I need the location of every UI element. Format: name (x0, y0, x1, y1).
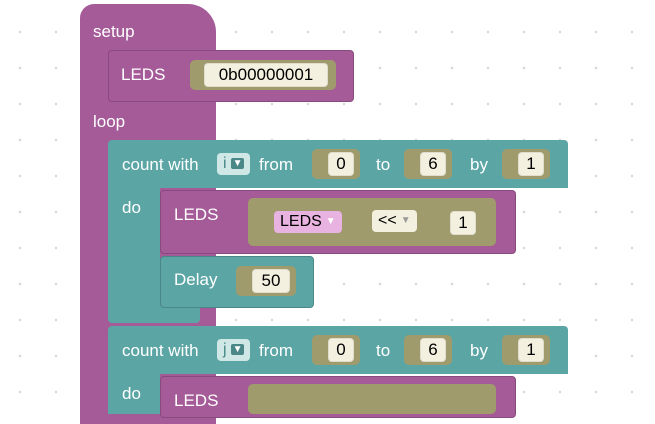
dropdown-arrow-icon: ▼ (325, 216, 336, 227)
by-label-i: by (470, 155, 488, 174)
to-label-j: to (376, 341, 391, 360)
shift-expression-socket-2 (248, 384, 496, 414)
to-field-i[interactable]: 6 (420, 152, 446, 176)
count-with-label-i: count with (122, 155, 199, 174)
from-field-j[interactable]: 0 (328, 338, 354, 362)
for-loop-bottom-i (108, 305, 200, 323)
delay-label: Delay (174, 270, 218, 289)
dropdown-arrow-icon: ▼ (400, 215, 411, 226)
dropdown-arrow-icon: ▼ (230, 158, 245, 169)
leds-shift-label-2: LEDS (174, 391, 219, 410)
do-label-j: do (122, 384, 141, 403)
by-field-i[interactable]: 1 (518, 152, 544, 176)
leds-var-dropdown[interactable]: LEDS▼ (274, 211, 342, 233)
to-field-j[interactable]: 6 (420, 338, 446, 362)
var-dropdown-j[interactable]: j▼ (217, 339, 251, 361)
shift-op: << (378, 212, 397, 230)
for-loop-body-rail-j (108, 374, 160, 414)
to-label-i: to (376, 155, 391, 174)
binary-value-field[interactable]: 0b00000001 (204, 63, 328, 87)
do-label-i: do (122, 198, 141, 217)
var-name-j: j (223, 341, 227, 359)
setup-label: setup (93, 22, 135, 41)
delay-value-field[interactable]: 50 (252, 269, 290, 293)
var-name-i: i (223, 155, 227, 173)
shift-op-dropdown[interactable]: <<▼ (372, 210, 417, 232)
leds-shift-label: LEDS (174, 205, 219, 224)
var-dropdown-i[interactable]: i▼ (217, 153, 251, 175)
from-label-j: from (259, 341, 293, 360)
for-loop-body-rail-i (108, 188, 160, 313)
from-label-i: from (259, 155, 293, 174)
dropdown-arrow-icon: ▼ (230, 344, 245, 355)
shift-amount-field[interactable]: 1 (450, 211, 476, 235)
leds-assign-label: LEDS (121, 65, 166, 84)
by-label-j: by (470, 341, 488, 360)
by-field-j[interactable]: 1 (518, 338, 544, 362)
count-with-label-j: count with (122, 341, 199, 360)
loop-label: loop (93, 112, 126, 131)
from-field-i[interactable]: 0 (328, 152, 354, 176)
leds-var-name: LEDS (280, 213, 322, 231)
